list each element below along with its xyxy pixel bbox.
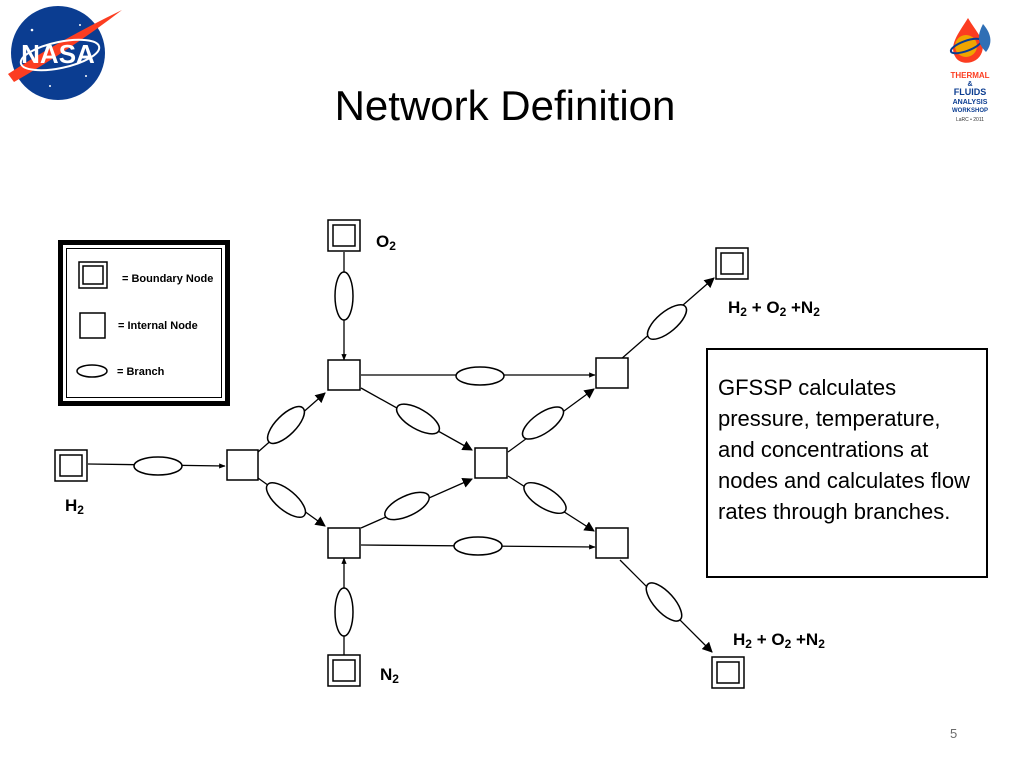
branch-n2-inlet [334, 587, 354, 637]
branch-h2-inlet [133, 456, 183, 476]
nasa-logo-text: NASA [21, 39, 95, 69]
boundary-node-outlet-bottom [711, 656, 745, 689]
nasa-meatball-logo: NASA [8, 6, 122, 100]
branch-top-horizontal [455, 366, 505, 386]
label-o2: O2 [376, 232, 396, 253]
legend-boundary-node-symbol [78, 261, 108, 289]
branch-bottom-horizontal [453, 536, 503, 556]
legend-internal-node-label: = Internal Node [118, 320, 198, 332]
branch-top-left-center [395, 403, 441, 435]
boundary-nodes [54, 219, 749, 689]
label-outlet-bottom: H2 + O2 +N2 [733, 630, 825, 651]
branch-left-top [266, 405, 306, 445]
branch-bottom-left-center [384, 491, 430, 521]
boundary-node-h2 [54, 449, 88, 482]
internal-node-bottom-left [327, 527, 361, 559]
boundary-node-n2 [327, 654, 361, 687]
page-number: 5 [950, 726, 958, 741]
legend-branch-symbol [76, 364, 108, 378]
label-h2: H2 [65, 496, 84, 517]
label-n2: N2 [380, 665, 399, 686]
internal-node-top-right [595, 357, 629, 389]
tfaws-logo: THERMAL & FLUIDS ANALYSIS WORKSHOP LaRC … [946, 14, 994, 126]
branch-left-bottom [265, 482, 307, 518]
internal-node-bottom-right [595, 527, 629, 559]
boundary-node-o2 [327, 219, 361, 252]
branch-top-right-outlet [646, 304, 688, 340]
svg-text:&: & [967, 81, 972, 88]
internal-node-top-left [327, 359, 361, 391]
branch-center-top-right [521, 406, 565, 440]
legend-internal-node-symbol [79, 312, 106, 339]
internal-node-left [226, 449, 259, 481]
svg-text:LaRC • 2011: LaRC • 2011 [956, 117, 984, 123]
legend-branch-label: = Branch [117, 366, 165, 378]
page-title: Network Definition [334, 82, 676, 129]
info-text-box: GFSSP calculates pressure, temperature, … [706, 348, 988, 578]
legend-boundary-node-label: = Boundary Node [122, 273, 214, 285]
legend-box [58, 240, 230, 406]
svg-text:ANALYSIS: ANALYSIS [953, 99, 988, 106]
network-branches [133, 271, 688, 637]
svg-text:WORKSHOP: WORKSHOP [952, 108, 988, 114]
branch-o2-inlet [334, 271, 354, 321]
branch-bottom-right-outlet [645, 582, 683, 622]
branch-center-bottom-right [523, 481, 567, 515]
boundary-node-outlet-top [715, 247, 749, 280]
internal-node-center [474, 447, 508, 479]
label-outlet-top: H2 + O2 +N2 [728, 298, 820, 319]
internal-nodes [226, 357, 629, 559]
svg-text:FLUIDS: FLUIDS [954, 87, 987, 97]
svg-text:THERMAL: THERMAL [950, 71, 989, 80]
